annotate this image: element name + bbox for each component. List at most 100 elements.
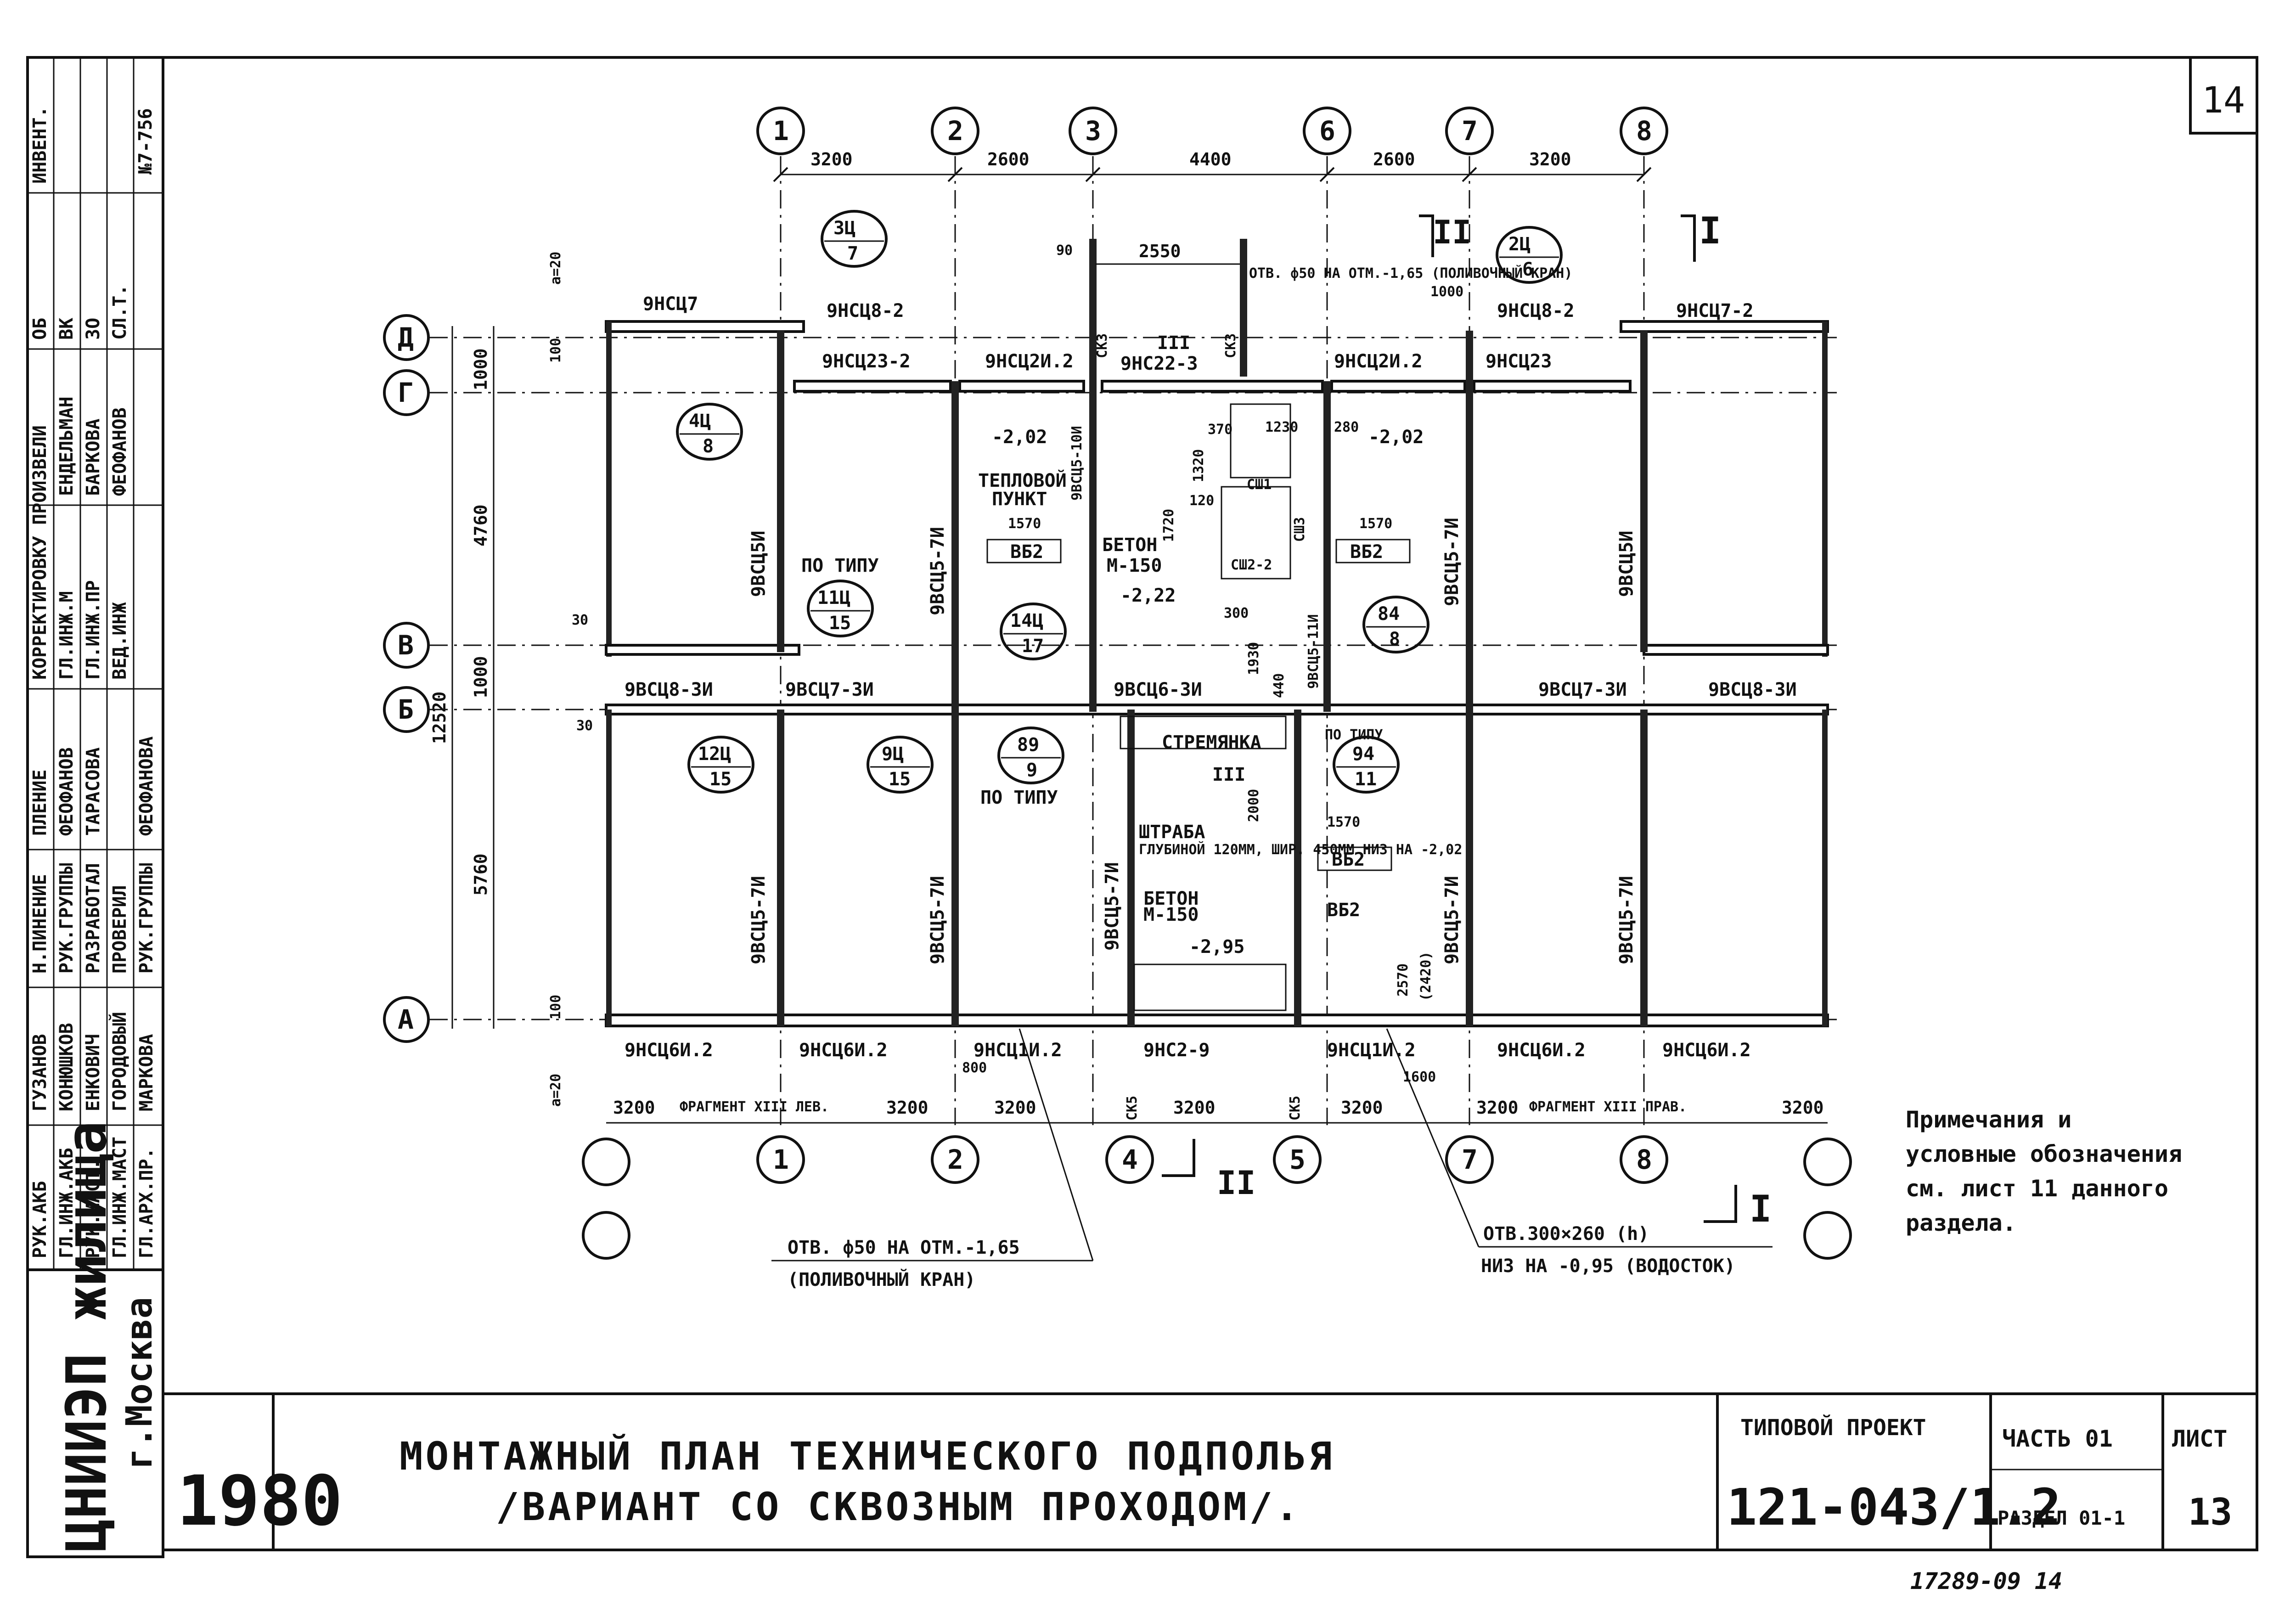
panel-labels: 9НСЦ7 9НСЦ8-2 9НСЦ23-2 9НСЦ2И.2 9НС22-3 … bbox=[625, 293, 1797, 1061]
stamp-cell: ФЕОФАНОВ bbox=[109, 407, 130, 496]
floor-plan: 1 2 3 6 7 8 3200 2600 4400 2600 3200 Д Г bbox=[383, 107, 1852, 1290]
panel-label-vertical: 9ВСЦ5-7И bbox=[1441, 876, 1463, 964]
dim-bottom: 3200 bbox=[1476, 1098, 1519, 1118]
panel-label-vertical: 9ВСЦ5-7И bbox=[1102, 862, 1123, 951]
dim-top: 3200 bbox=[1529, 149, 1571, 169]
sk3-label: СК3 bbox=[1223, 333, 1239, 358]
callout-top: 3Ц bbox=[833, 218, 855, 239]
section-mark-II: II bbox=[1433, 214, 1471, 251]
axis-top-7: 7 bbox=[1462, 115, 1478, 146]
callout: 94 11 bbox=[1333, 736, 1400, 794]
axis-left-B: Б bbox=[398, 694, 414, 725]
stamp-cell: ЕНКОВИЧ bbox=[83, 1034, 104, 1111]
panel-label: 9НС2-9 bbox=[1143, 1040, 1210, 1061]
stamp-cell: ГЛ.АРХ.ПР. bbox=[136, 1148, 157, 1258]
panel-label: 9НСЦ23-2 bbox=[822, 351, 911, 372]
stamp-cell: Н.ПИНЕНИЕ bbox=[29, 874, 51, 974]
concrete-grade: М-150 bbox=[1107, 555, 1162, 576]
stamp-cell: ГОРОДОВЫЙ bbox=[108, 1012, 130, 1111]
level-mark: -2,22 bbox=[1120, 585, 1176, 606]
inner-dim: 800 bbox=[962, 1060, 987, 1076]
fragment-right: ФРАГМЕНТ XIII ПРАВ. bbox=[1529, 1099, 1687, 1115]
level-mark: -2,95 bbox=[1189, 936, 1244, 958]
inner-dim: 30 bbox=[576, 718, 593, 734]
stamp-cell: РУК.АКБ bbox=[29, 1181, 51, 1258]
inner-dim: 100 bbox=[548, 338, 564, 363]
sk3-label: СК3 bbox=[1094, 333, 1110, 358]
heat-point-label: ПУНКТ bbox=[992, 489, 1047, 510]
callout-bottom: 15 bbox=[889, 769, 911, 790]
opening-top-note: ОТВ. ф50 НА ОТМ.-1,65 (ПОЛИВОЧНЫЙ КРАН) bbox=[1249, 265, 1572, 282]
inner-dim: 1570 bbox=[1327, 814, 1360, 830]
chase-detail: ГЛУБИНОЙ 120ММ, ШИР. 450ММ НИЗ НА -2,02 bbox=[1139, 841, 1462, 858]
stamp-cell: ФЕОФАНОВ bbox=[56, 747, 77, 836]
callout-bottom: 7 bbox=[847, 243, 858, 264]
beam-label: ВБ2 bbox=[1332, 849, 1365, 870]
project-number: 121-043/1.2 bbox=[1727, 1478, 2061, 1537]
panel-label: 9НСЦ7 bbox=[643, 293, 698, 315]
level-mark: -2,02 bbox=[1368, 427, 1424, 448]
heat-point-label: ТЕПЛОВОЙ bbox=[978, 469, 1067, 491]
axis-bottom-8: 8 bbox=[1636, 1144, 1652, 1175]
po-tipu-label: ПО ТИПУ bbox=[801, 555, 879, 576]
callout-bottom: 11 bbox=[1355, 769, 1377, 790]
stamp-cell: ПРОВЕРИЛ bbox=[109, 885, 130, 974]
left-stamp: РУК.АКБ ГУЗАНОВ Н.ПИНЕНИЕ ПЛЕНИЕ КОРРЕКТ… bbox=[26, 56, 164, 1558]
callout-top: 4Ц bbox=[689, 411, 711, 432]
panel-label: 9НСЦ8-2 bbox=[1497, 300, 1575, 321]
note-line: раздела. bbox=[1906, 1210, 2016, 1236]
section-label: РАЗДЕЛ 01-1 bbox=[1998, 1507, 2125, 1529]
dim-bottom: 3200 bbox=[1782, 1098, 1824, 1118]
stamp-cell: МАРКОВА bbox=[136, 1034, 157, 1111]
top-axis-markers: 1 2 3 6 7 8 bbox=[756, 107, 1668, 155]
inner-dim: 1230 bbox=[1265, 419, 1298, 435]
callout-bottom: 15 bbox=[829, 613, 851, 634]
stamp-cell: ГЛ.ИНЖ.ПР bbox=[83, 580, 104, 680]
panel-label-vertical: 9ВСЦ5-10И bbox=[1069, 426, 1085, 501]
inner-dim: a=20 bbox=[548, 1074, 564, 1107]
section-mark-II: II bbox=[1217, 1164, 1255, 1202]
beam-label: ВБ2 bbox=[1327, 900, 1360, 921]
dim-top: 2600 bbox=[987, 149, 1030, 169]
panel-label: 9НСЦ6И.2 bbox=[799, 1040, 888, 1061]
axis-left-V: В bbox=[398, 630, 414, 661]
inner-dim: a=20 bbox=[548, 252, 564, 285]
note-line: условные обозначения bbox=[1906, 1141, 2182, 1167]
sheet-number: 13 bbox=[2188, 1491, 2232, 1533]
note-line: см. лист 11 данного bbox=[1906, 1175, 2168, 1202]
concrete-label: БЕТОН bbox=[1102, 535, 1157, 556]
stamp-cell: ТАРАСОВА bbox=[83, 747, 104, 836]
stamp-right: №7-756 bbox=[135, 108, 156, 175]
panel-label: 9НСЦ7-2 bbox=[1676, 300, 1754, 321]
panel-label-vertical: 9ВСЦ5И bbox=[1616, 531, 1637, 597]
stamp-cell: РУК.ГРУППЫ bbox=[56, 863, 77, 974]
sk5-label: СК5 bbox=[1287, 1096, 1303, 1121]
beam-label: ВБ2 bbox=[1350, 541, 1383, 563]
callout-bottom: 15 bbox=[709, 769, 732, 790]
axis-top-8: 8 bbox=[1636, 115, 1652, 146]
panel-label-vertical: 9ВСЦ5-7И bbox=[748, 876, 769, 964]
sheet-label: ЛИСТ bbox=[2172, 1425, 2227, 1452]
ssh2-label: СШ2-2 bbox=[1231, 557, 1272, 573]
callout-top: 12Ц bbox=[698, 744, 731, 765]
dim-top: 2600 bbox=[1373, 149, 1415, 169]
section-mark-I: I bbox=[1699, 209, 1721, 252]
axis-top-6: 6 bbox=[1319, 115, 1335, 146]
inner-dim: 280 bbox=[1334, 419, 1359, 435]
callout-top: 2Ц bbox=[1508, 234, 1531, 255]
panel-label-vertical: 9ВСЦ5-7И bbox=[1616, 876, 1637, 964]
panel-label: 9НСЦ2И.2 bbox=[985, 351, 1074, 372]
beam-label: ВБ2 bbox=[1010, 541, 1043, 563]
axis-left-G: Г bbox=[398, 377, 414, 408]
inner-dim: 1600 bbox=[1403, 1069, 1436, 1085]
inner-dim: 1000 bbox=[1430, 284, 1463, 300]
org-city: г.Москва bbox=[119, 1297, 160, 1470]
stamp-cell: СЛ.Т. bbox=[109, 285, 130, 340]
stamp-cell: ВЕД.ИНЖ bbox=[109, 602, 130, 680]
panel-label-vertical: 9ВСЦ5-7И bbox=[927, 527, 948, 615]
panel-label: 9ВСЦ8-3И bbox=[1708, 679, 1797, 700]
panel-label: 9НСЦ1И.2 bbox=[1327, 1040, 1416, 1061]
panel-label: 9НСЦ23 bbox=[1486, 351, 1552, 372]
stamp-cell: КОРРЕКТИРОВКУ ПРОИЗВЕЛИ bbox=[29, 425, 51, 680]
